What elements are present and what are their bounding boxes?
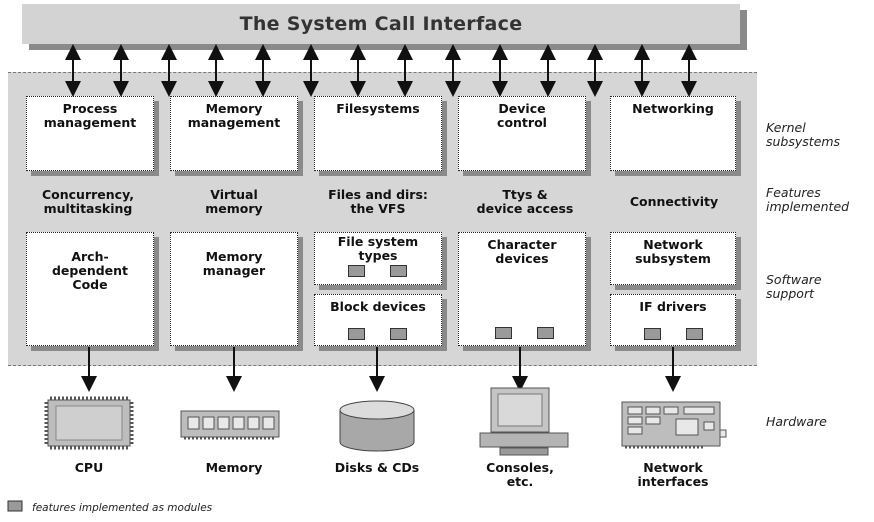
kernel-subsystems-label: Kernel subsystems — [766, 121, 840, 149]
module-icon — [348, 328, 365, 340]
memory-management-box: Memory management — [170, 96, 298, 171]
disk-icon — [339, 400, 415, 452]
feature-connectivity: Connectivity — [604, 195, 744, 209]
if-drivers-box: IF drivers — [610, 294, 736, 346]
hw-line: Network — [643, 460, 703, 475]
networking-box: Networking — [610, 96, 736, 171]
box-line: control — [497, 115, 547, 130]
hw-label-memory: Memory — [169, 461, 299, 475]
module-icon — [644, 328, 661, 340]
kernel-top-boundary — [8, 72, 757, 73]
legend-module-swatch — [7, 500, 23, 512]
box-line: devices — [495, 251, 549, 266]
module-icon — [390, 328, 407, 340]
box-line: Character — [487, 237, 557, 252]
box-line: Memory — [205, 101, 263, 116]
box-line: manager — [202, 263, 266, 278]
hw-label-disks: Disks & CDs — [312, 461, 442, 475]
feature-line: device access — [476, 201, 574, 216]
box-line: management — [187, 115, 281, 130]
fs-types-box: File system types — [314, 232, 442, 285]
network-subsystem-box: Network subsystem — [610, 232, 736, 285]
module-icon — [495, 327, 512, 339]
side-line: Kernel — [766, 120, 806, 135]
module-icon — [390, 265, 407, 277]
box-line: dependent — [51, 263, 129, 278]
features-implemented-label: Features implemented — [766, 186, 849, 214]
hw-line: interfaces — [637, 474, 709, 489]
feature-line: multitasking — [43, 201, 133, 216]
hw-line: Disks & CDs — [334, 460, 420, 475]
feature-virtual-memory: Virtual memory — [164, 188, 304, 216]
hw-line: etc. — [506, 474, 534, 489]
filesystems-box: Filesystems — [314, 96, 442, 171]
box-line: IF drivers — [639, 299, 707, 314]
side-line: subsystems — [766, 134, 841, 149]
process-management-box: Process management — [26, 96, 154, 171]
feature-concurrency: Concurrency, multitasking — [18, 188, 158, 216]
feature-line: Virtual — [210, 187, 258, 202]
character-devices-box: Character devices — [458, 232, 586, 346]
box-line: Device — [498, 101, 546, 116]
box-line: Filesystems — [336, 101, 420, 116]
feature-vfs: Files and dirs: the VFS — [308, 188, 448, 216]
block-devices-box: Block devices — [314, 294, 442, 346]
kernel-bottom-boundary — [8, 365, 757, 366]
module-icon — [686, 328, 703, 340]
box-line: Arch- — [71, 249, 109, 264]
console-icon — [479, 387, 569, 456]
side-line: implemented — [766, 199, 850, 214]
cpu-icon — [44, 396, 134, 450]
memory-manager-box: Memory manager — [170, 232, 298, 346]
module-icon — [348, 265, 365, 277]
box-line: Network — [643, 237, 703, 252]
box-line: subsystem — [635, 251, 711, 266]
device-control-box: Device control — [458, 96, 586, 171]
feature-line: Ttys & — [502, 187, 548, 202]
hardware-label: Hardware — [766, 414, 827, 429]
feature-line: the VFS — [350, 201, 406, 216]
hw-line: CPU — [74, 460, 104, 475]
feature-line: memory — [205, 201, 263, 216]
side-line: Software — [766, 272, 822, 287]
box-line: types — [358, 248, 398, 263]
hw-line: Memory — [205, 460, 263, 475]
legend-text: features implemented as modules — [32, 502, 213, 514]
box-line: File system — [337, 234, 419, 249]
box-line: Memory — [205, 249, 263, 264]
hw-label-cpu: CPU — [24, 461, 154, 475]
box-line: Networking — [632, 101, 714, 116]
feature-device-access: Ttys & device access — [455, 188, 595, 216]
box-line: Block devices — [330, 299, 426, 314]
module-icon — [537, 327, 554, 339]
memory-icon — [180, 410, 280, 440]
feature-line: Files and dirs: — [328, 187, 428, 202]
network-card-icon — [621, 401, 727, 449]
box-line: management — [43, 115, 137, 130]
hardware-arrows — [81, 347, 681, 392]
hw-label-network: Network interfaces — [608, 461, 738, 489]
hw-line: Consoles, — [486, 460, 554, 475]
system-call-interface: The System Call Interface — [22, 4, 740, 44]
box-line: Process — [62, 101, 118, 116]
arch-code-box: Arch- dependent Code — [26, 232, 154, 346]
feature-line: Concurrency, — [41, 187, 134, 202]
hw-label-consoles: Consoles, etc. — [455, 461, 585, 489]
side-line: Features — [766, 185, 821, 200]
feature-line: Connectivity — [629, 194, 719, 209]
software-support-label: Software support — [766, 273, 822, 301]
syscall-arrows — [65, 44, 697, 97]
box-line: Code — [72, 277, 108, 292]
side-line: support — [766, 286, 814, 301]
